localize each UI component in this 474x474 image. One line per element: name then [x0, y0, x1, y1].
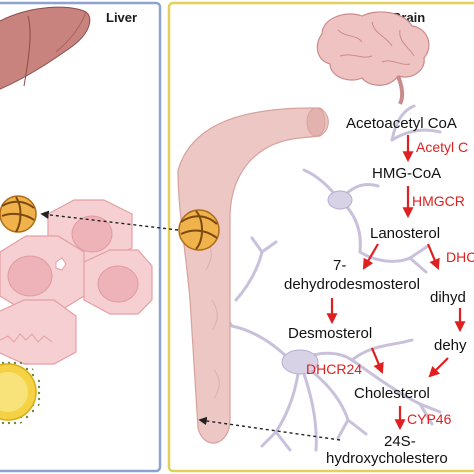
metabolite-24s-prefix: 24S- — [384, 433, 416, 450]
metabolite-hmg-coa: HMG-CoA — [372, 165, 441, 182]
metabolite-7-prefix: 7- — [333, 257, 346, 274]
liver-panel: Liver — [0, 1, 162, 473]
astrocyte-body — [327, 190, 353, 210]
enzyme-dhc: DHC — [446, 249, 474, 265]
lipoprotein-icon — [178, 209, 220, 251]
pathway-arrow — [426, 243, 440, 271]
metabolite-acetoacetyl-coa: Acetoacetyl CoA — [346, 115, 457, 132]
metabolite-dihyd: dihyd — [430, 289, 466, 306]
metabolite-cholesterol: Cholesterol — [354, 385, 430, 402]
metabolite-desmosterol: Desmosterol — [288, 325, 372, 342]
metabolite-dehydrodesmosterol: dehydrodesmosterol — [284, 276, 420, 293]
enzyme-acetyl: Acetyl C — [416, 139, 468, 155]
enzyme-hmgcr: HMGCR — [412, 193, 465, 209]
astrocyte-body — [281, 349, 319, 375]
lipoprotein-icon — [0, 195, 37, 233]
pathway-arrow — [428, 357, 449, 378]
pathway-arrow — [362, 243, 379, 270]
metabolite-lanosterol: Lanosterol — [370, 225, 440, 242]
metabolite-dehy: dehy — [434, 337, 467, 354]
liver-panel-title: Liver — [106, 10, 137, 25]
dashed-arrow-icon — [40, 210, 341, 441]
brain-panel: Brain — [167, 1, 474, 473]
enzyme-dhcr24: DHCR24 — [306, 361, 362, 377]
liver-icon — [0, 6, 91, 90]
blood-vessel-icon — [177, 107, 329, 444]
cholesterol-pathway: Acetoacetyl CoA Acetyl C HMG-CoA HMGCR L… — [284, 115, 474, 467]
hdl-particle-icon — [0, 358, 42, 426]
hepatocyte-icon — [0, 199, 153, 365]
metabolite-hydroxycholesterol: hydroxycholestero — [326, 450, 448, 467]
brain-icon — [316, 11, 430, 105]
pathway-arrow — [370, 347, 384, 375]
enzyme-cyp46: CYP46 — [407, 411, 452, 427]
